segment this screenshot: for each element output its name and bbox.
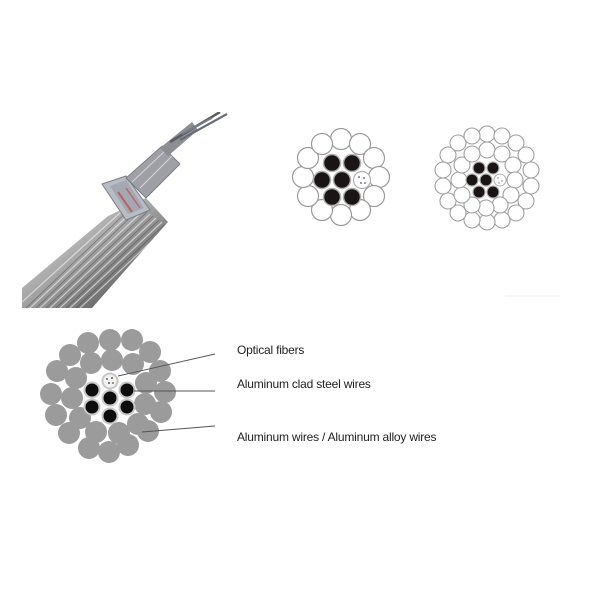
label-optical-fibers: Optical fibers [237, 343, 305, 357]
labeled-cross-section-fiber-unit [101, 372, 119, 390]
label-aluminum-clad-steel-wires: Aluminum clad steel wires [237, 377, 371, 391]
cross-section-2-steel-wires [465, 161, 500, 199]
cross-section-1-steel-wires [312, 153, 362, 207]
cable-illustration [22, 112, 228, 308]
cable-photo [22, 112, 260, 308]
labeled-cross-section-steel-wires [83, 381, 136, 425]
cross-section-2-fiber-unit [493, 173, 507, 187]
leader-line-optical-fibers [117, 353, 216, 377]
labeled-cross-section-middle-wires [61, 349, 157, 444]
cross-section-1-fiber-unit [352, 170, 372, 190]
leader-line-aluminum-wires [141, 425, 216, 433]
label-aluminum-wires: Aluminum wires / Aluminum alloy wires [237, 430, 437, 444]
cross-section-2-middle-wires [450, 141, 524, 217]
